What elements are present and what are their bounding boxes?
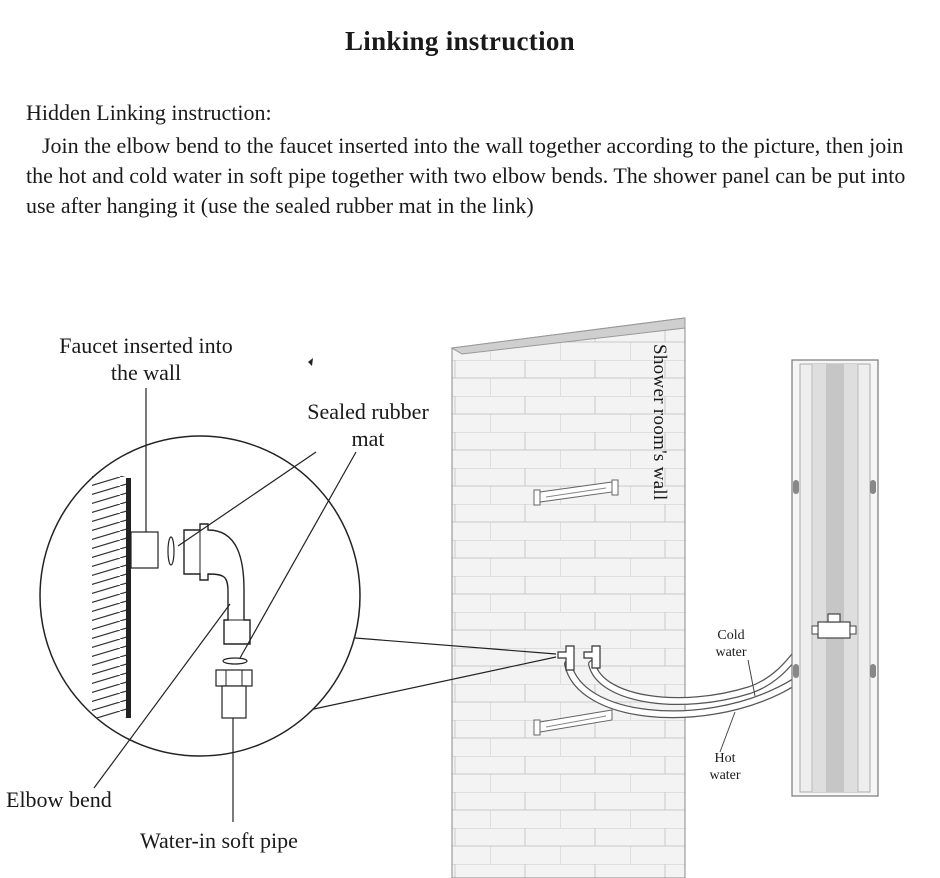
hot-water-label: Hot water	[700, 750, 750, 784]
shower-room-wall	[450, 317, 686, 878]
detail-circle	[39, 435, 361, 757]
zoom-line-lower	[299, 656, 557, 713]
cold-water-label-line1: Cold	[717, 628, 745, 643]
faucet-label: Faucet inserted into the wall	[20, 332, 272, 386]
hot-water-leader	[719, 711, 736, 753]
panel-valve	[811, 613, 857, 639]
rubber-mat-lower	[222, 657, 248, 665]
cold-water-leader	[747, 659, 756, 697]
instruction-heading: Hidden Linking instruction:	[26, 100, 272, 125]
cold-water-label: Cold water	[706, 627, 756, 661]
upper-bracket	[533, 479, 619, 506]
instruction-body: Join the elbow bend to the faucet insert…	[26, 133, 906, 218]
elbow-bend-label: Elbow bend	[6, 787, 112, 812]
rubber-mat-label-line1: Sealed rubber	[307, 399, 429, 424]
elbow-leader	[93, 603, 231, 789]
faucet-stub	[130, 531, 159, 569]
rubber-mat-label-line2: mat	[351, 426, 385, 451]
rubber-mat-upper	[167, 536, 175, 566]
rubber-mat-leader-1	[177, 451, 317, 547]
soft-pipe-label: Water-in soft pipe	[140, 828, 298, 853]
hot-water-label-line1: Hot	[714, 751, 736, 766]
arrow-mark	[308, 358, 313, 366]
zoom-line-upper	[329, 635, 557, 655]
faucet-label-line1: Faucet inserted into	[59, 333, 233, 358]
lower-bracket	[533, 709, 613, 736]
wall-elbow-fittings	[557, 645, 601, 671]
hot-water-label-line2: water	[709, 768, 741, 783]
wall-label: Shower room's wall	[649, 344, 670, 501]
page-title: Linking instruction	[344, 26, 576, 56]
wall-hatching	[92, 476, 126, 718]
rubber-mat-label: Sealed rubber mat	[278, 398, 458, 452]
soft-pipe-fitting	[215, 669, 253, 719]
faucet-label-line2: the wall	[110, 360, 182, 385]
rubber-mat-leader-2	[239, 451, 357, 659]
shower-panel	[791, 359, 879, 797]
cold-water-label-line2: water	[715, 645, 747, 660]
wall-surface	[126, 478, 131, 718]
